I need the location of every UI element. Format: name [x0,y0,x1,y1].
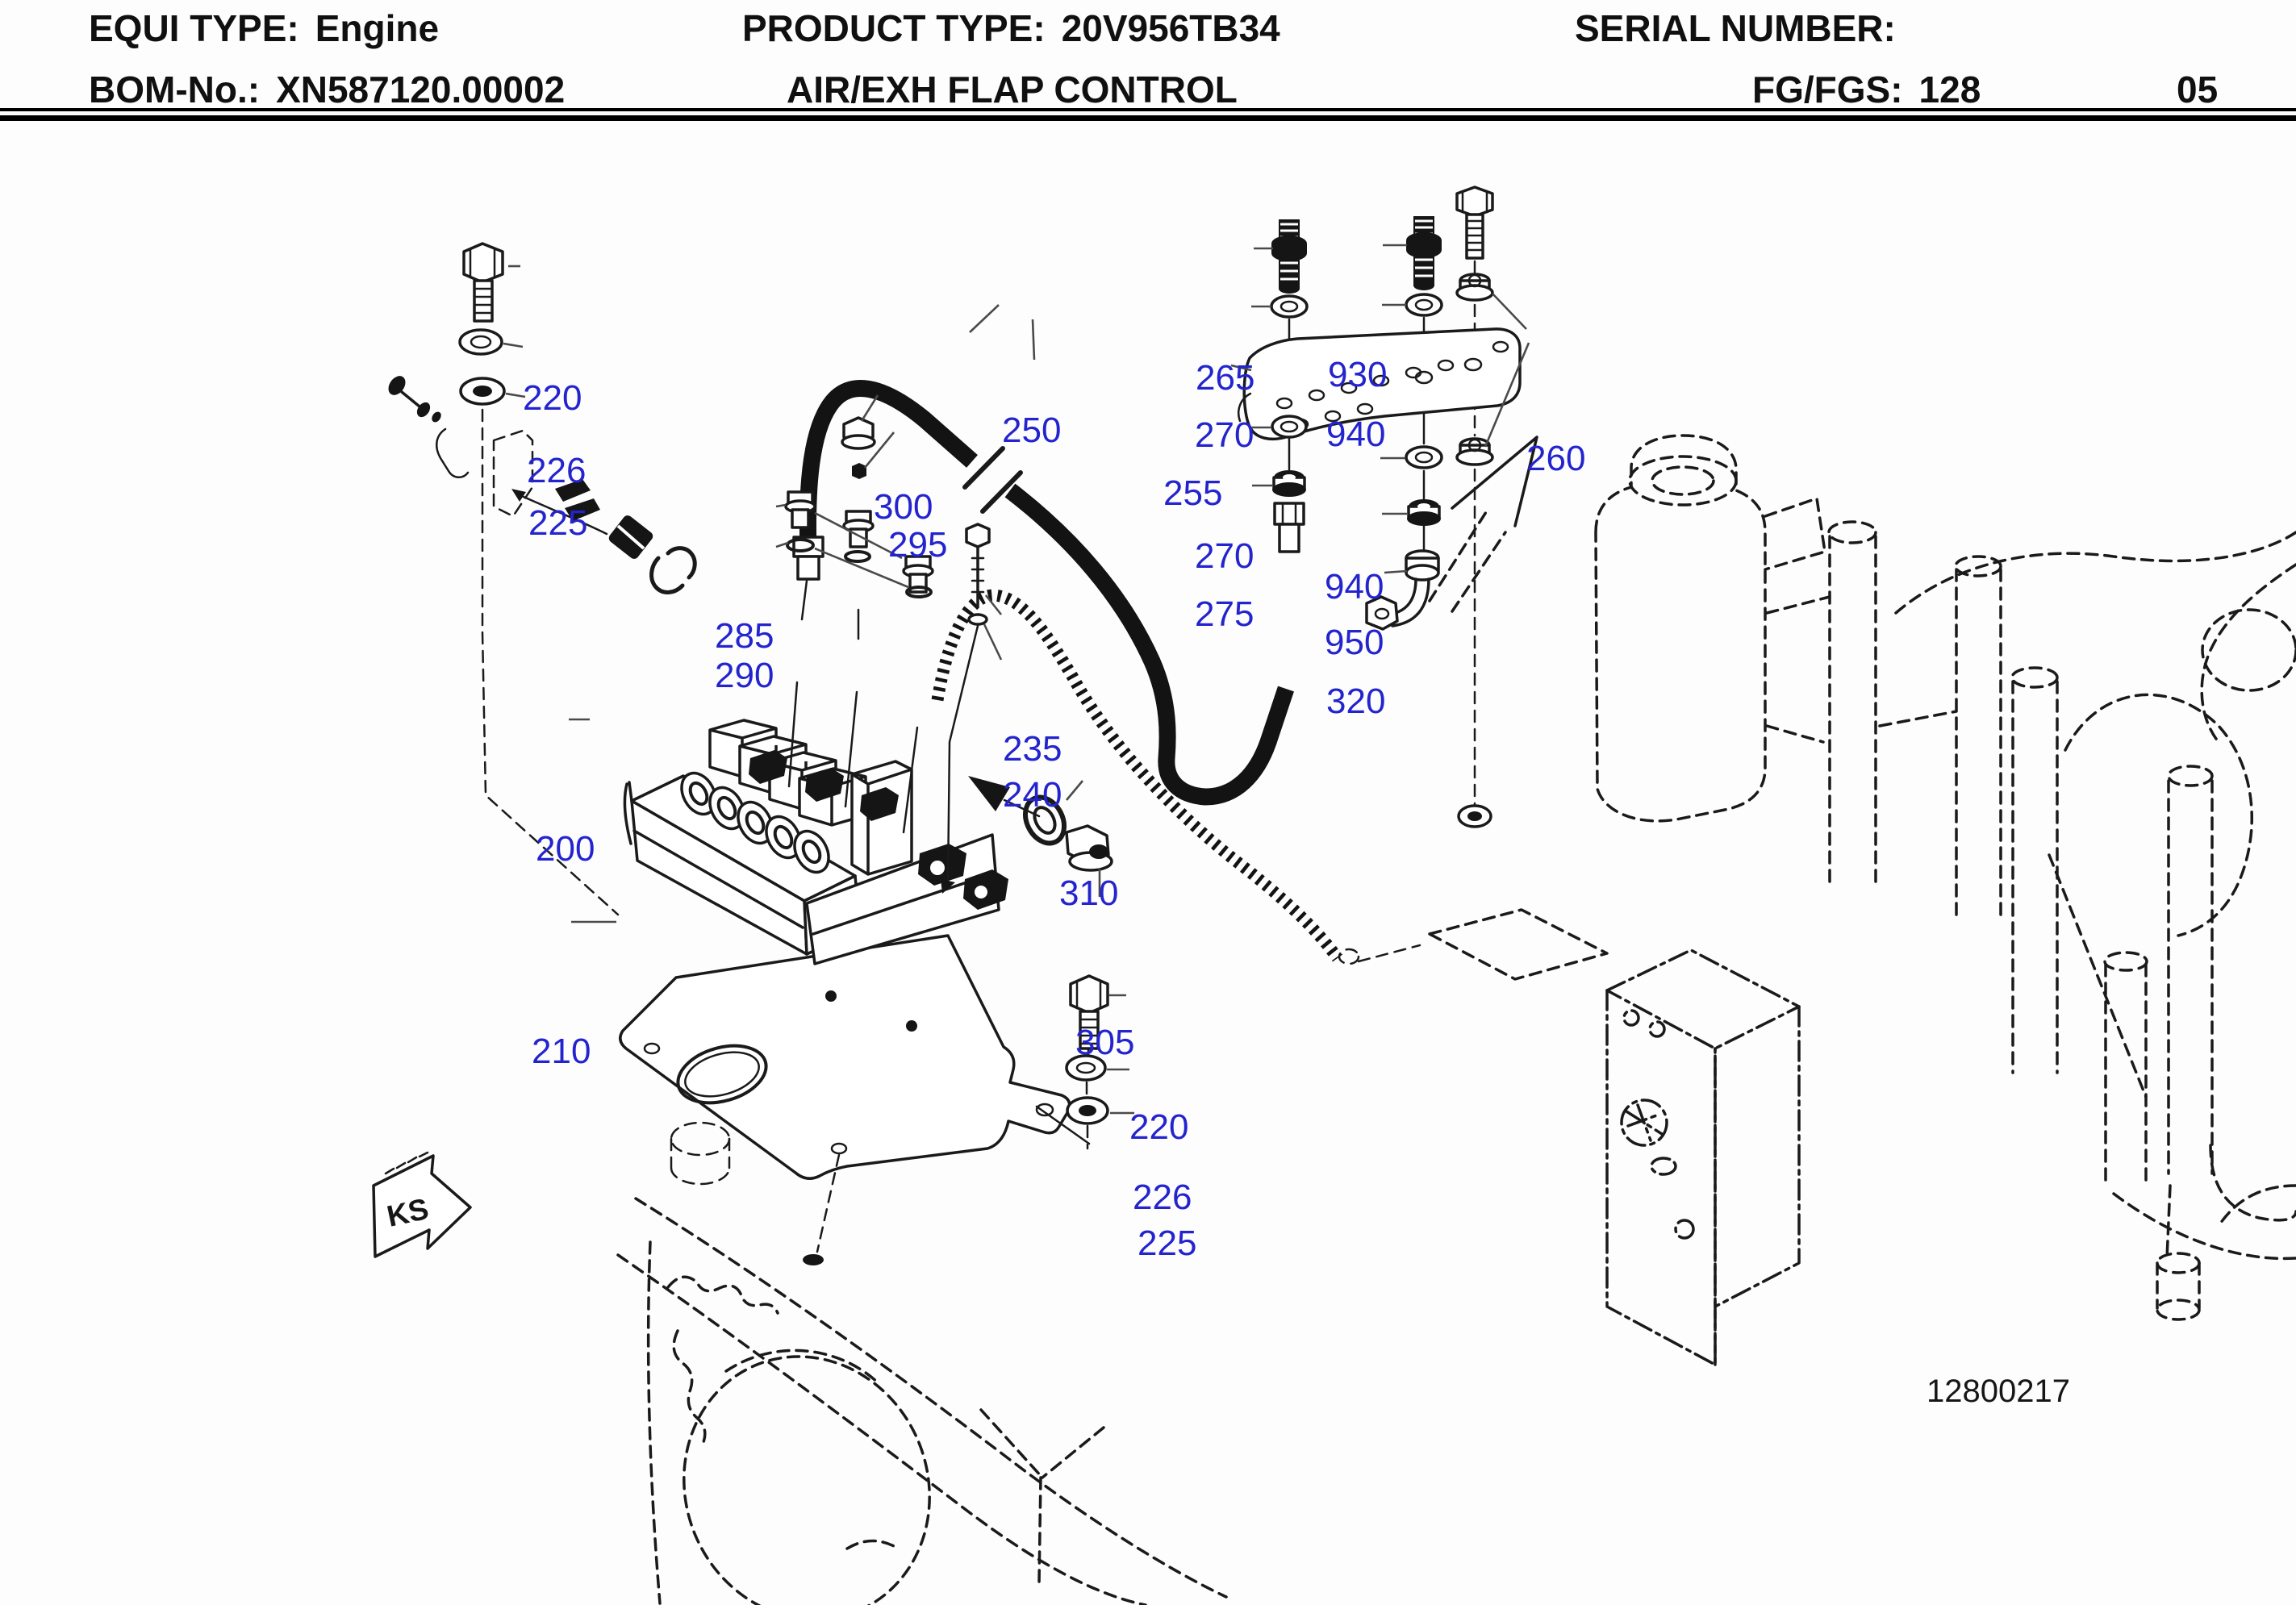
equi-type-value: Engine [315,7,440,49]
callout-225-top: 225 [528,503,587,543]
header-rule-thin [0,108,2296,111]
callout-305: 305 [1075,1023,1134,1062]
ks-arrow: KS [372,1151,472,1258]
elbow-320 [1365,549,1440,631]
valve-block-200 [623,719,1008,965]
washer-240 [967,613,988,626]
hose-to-actuator [931,589,1421,965]
nut-275 [1272,470,1306,497]
callout-275: 275 [1195,594,1254,634]
fg-fgs: FG/FGS: 128 [1752,68,1981,111]
callout-240: 240 [1003,775,1062,815]
fg-fgs-label: FG/FGS: [1752,69,1903,110]
header-rule-thick [0,115,2296,121]
callout-950: 950 [1325,623,1384,662]
callout-265: 265 [1196,358,1254,398]
callout-930: 930 [1328,355,1387,394]
bolt-235-group [941,523,991,894]
washer-270-top [1270,294,1309,319]
bolt-220-bottom [1069,974,1109,1015]
hose-break-marks [962,446,1023,514]
bracket-210 [619,934,1071,1265]
bolt-group-bottom [1035,974,1109,1150]
callout-270-top: 270 [1195,415,1254,455]
callout-940-bottom: 940 [1325,567,1384,607]
clamp-parts [388,376,697,594]
serial-number-label: SERIAL NUMBER: [1575,7,1896,49]
washer-226-bottom [1065,1054,1107,1082]
bolt-220-top [462,242,504,284]
callout-226-bottom: 226 [1133,1178,1192,1217]
page-number: 05 [2177,69,2219,110]
callout-255: 255 [1163,473,1222,513]
open-arrow-icon [1428,436,1538,613]
bom-label: BOM-No.: [89,69,261,110]
equi-type-label: EQUI TYPE: [89,7,299,49]
bom-value: XN587120.00002 [276,69,566,110]
engine-casting [1594,434,2296,1321]
callout-226-top: 226 [527,451,586,490]
washer-270-bottom [1271,415,1308,439]
engine-block-bottom [616,1197,1228,1605]
callout-220-bottom: 220 [1129,1107,1188,1147]
oring-310-plug-305 [968,776,1113,872]
sheet-title: AIR/EXH FLAP CONTROL [787,69,1238,110]
bom-number: BOM-No.: XN587120.00002 [89,68,565,111]
callout-285: 285 [715,616,774,656]
washer-940-bottom [1405,445,1443,469]
bolt-group-top-left [388,242,697,916]
callout-320: 320 [1326,682,1385,721]
product-type: PRODUCT TYPE: 20V956TB34 [742,6,1280,50]
callout-290: 290 [715,656,774,695]
o-ring-290-2 [844,550,871,563]
leader-lines [503,244,1530,1115]
right-hardware-group [1237,186,1522,828]
callout-225-bottom: 225 [1138,1224,1196,1263]
serial-number: SERIAL NUMBER: [1575,6,1912,50]
callout-300: 300 [874,487,933,527]
callout-270-bottom: 270 [1195,536,1254,576]
equi-type: EQUI TYPE: Engine [89,6,439,50]
fitting-stacks [784,416,934,834]
plate-255 [1237,327,1522,440]
stud-930 [1406,216,1442,290]
callout-250: 250 [1002,411,1061,450]
solenoid-coil-rings [680,771,830,874]
direction-arrow-icon [968,776,1010,811]
o-ring-310 [1023,794,1067,846]
callout-235: 235 [1003,729,1062,769]
washer-226-top [458,328,503,356]
callout-200: 200 [536,829,595,869]
callout-940-top: 940 [1326,415,1385,454]
nut-950 [1407,499,1441,526]
callout-220-top: 220 [523,378,582,418]
actuator-block [1428,908,1801,1366]
callout-295: 295 [888,525,947,565]
washer-940-top [1405,293,1443,317]
stud-265 [1271,219,1307,294]
figure-number: 12800217 [1927,1374,2070,1409]
callout-210: 210 [532,1032,591,1071]
product-type-label: PRODUCT TYPE: [742,7,1046,49]
callout-310: 310 [1059,873,1118,913]
block-port-fittings [749,750,1008,910]
nut-260-upper [1455,273,1494,302]
o-ring-290-3 [905,586,933,598]
callout-260: 260 [1526,439,1585,478]
nut-295 [852,463,866,479]
fg-fgs-value: 128 [1918,69,1981,110]
bolt-260-column [1455,186,1494,260]
product-type-value: 20V956TB34 [1061,7,1280,49]
o-ring-290-1 [786,538,815,552]
nut-260-lower [1455,437,1494,466]
hose-fitting-under-275 [1273,502,1305,553]
